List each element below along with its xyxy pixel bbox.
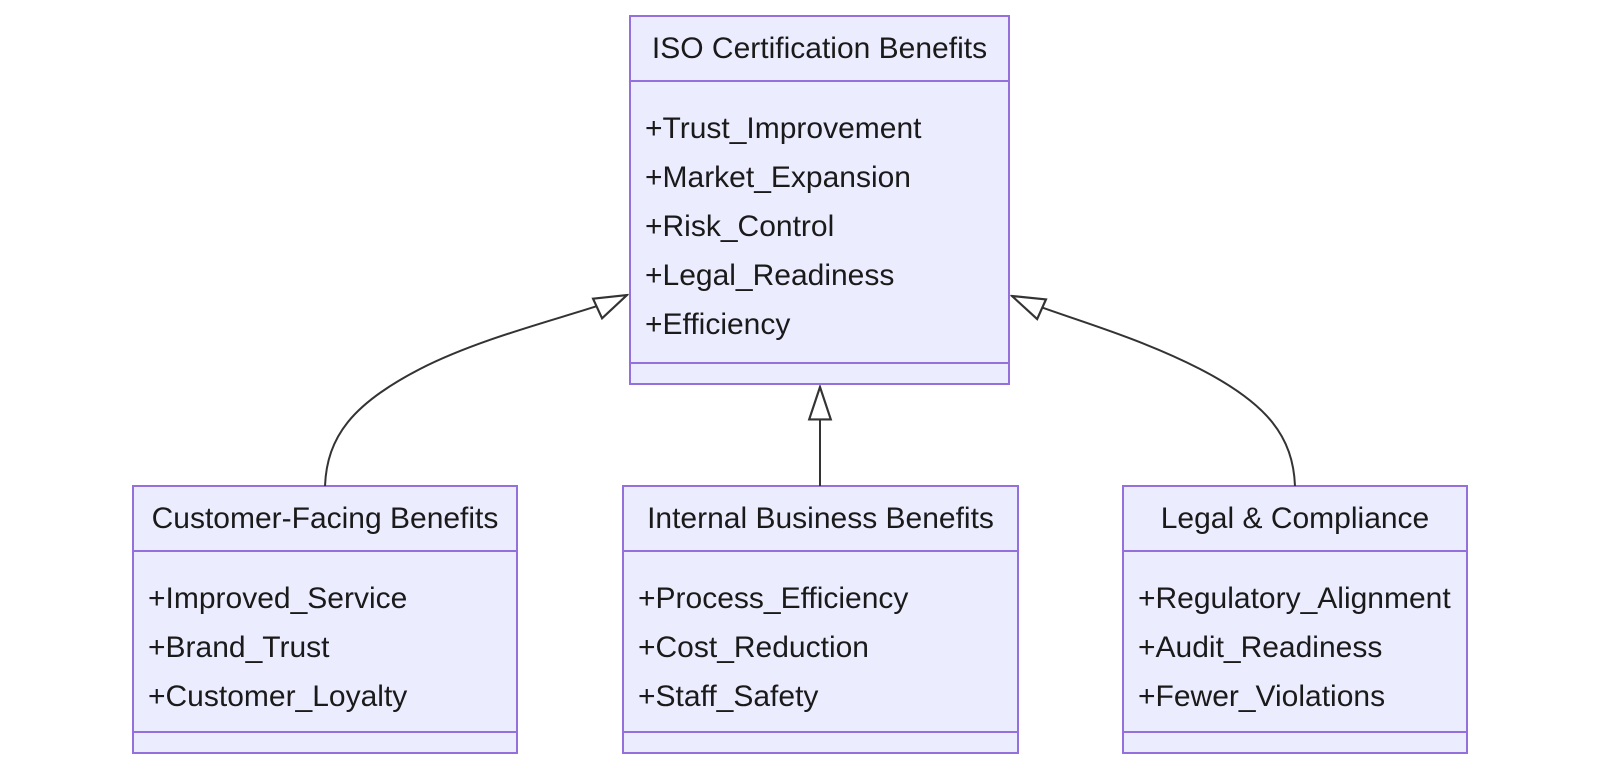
inheritance-arrow-legal-to-iso xyxy=(1012,296,1296,487)
class-title: Customer-Facing Benefits xyxy=(134,487,516,552)
class-attribute: +Audit_Readiness xyxy=(1138,631,1383,664)
class-attribute: +Customer_Loyalty xyxy=(148,680,408,713)
class-attribute: +Efficiency xyxy=(645,308,791,341)
class-attribute: +Cost_Reduction xyxy=(638,631,869,664)
class-methods-empty xyxy=(624,731,1017,752)
class-attribute: +Brand_Trust xyxy=(148,631,330,664)
class-attributes: +Regulatory_Alignment +Audit_Readiness +… xyxy=(1124,552,1466,731)
class-attribute: +Improved_Service xyxy=(148,582,408,615)
class-title: Internal Business Benefits xyxy=(624,487,1017,552)
class-attribute: +Trust_Improvement xyxy=(645,112,922,145)
class-attribute: +Market_Expansion xyxy=(645,161,911,194)
class-methods-empty xyxy=(631,362,1008,383)
class-box-customer-facing-benefits: Customer-Facing Benefits +Improved_Servi… xyxy=(132,485,518,754)
class-title: Legal & Compliance xyxy=(1124,487,1466,552)
class-attribute: +Legal_Readiness xyxy=(645,259,895,292)
class-attributes: +Improved_Service +Brand_Trust +Customer… xyxy=(134,552,516,731)
inheritance-arrow-customer-to-iso xyxy=(324,295,627,487)
class-attribute: +Regulatory_Alignment xyxy=(1138,582,1451,615)
class-attributes: +Trust_Improvement +Market_Expansion +Ri… xyxy=(631,82,1008,362)
class-attributes: +Process_Efficiency +Cost_Reduction +Sta… xyxy=(624,552,1017,731)
class-box-iso-certification-benefits: ISO Certification Benefits +Trust_Improv… xyxy=(629,15,1010,385)
class-attribute: +Process_Efficiency xyxy=(638,582,909,615)
class-attribute: +Staff_Safety xyxy=(638,680,819,713)
class-title: ISO Certification Benefits xyxy=(631,17,1008,82)
class-attribute: +Risk_Control xyxy=(645,210,835,243)
class-box-legal-compliance: Legal & Compliance +Regulatory_Alignment… xyxy=(1122,485,1468,754)
class-attribute: +Fewer_Violations xyxy=(1138,680,1386,713)
class-methods-empty xyxy=(1124,731,1466,752)
class-methods-empty xyxy=(134,731,516,752)
class-box-internal-business-benefits: Internal Business Benefits +Process_Effi… xyxy=(622,485,1019,754)
